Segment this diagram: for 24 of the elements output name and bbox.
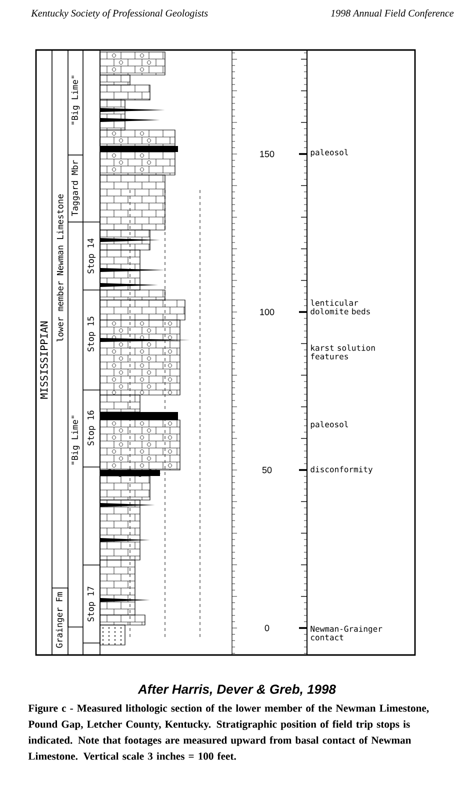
header-text: Kentucky Society of Professional Geologists [31, 9, 208, 19]
stop-label: Stop 14 [87, 238, 96, 274]
figure-caption: Figure c - Measured lithologic section of the lower member of the Newman Limestone, Pound Gap, Letcher County, Kentucky. Stratigraphic position of field trip stops is indicated. Note that footages are measured upward from basal contact of Newman Limestone. Vertical scale 3 inches = 100 feet. [28, 704, 429, 760]
scale-number: 50 [262, 466, 272, 474]
stop-label: Stop 15 [87, 316, 96, 352]
scale-number: 0 [264, 624, 270, 632]
unit-label: "Big Lime" [71, 76, 80, 124]
period-label: MISSISSIPPIAN [40, 322, 48, 399]
unit-label: Grainger Fm [56, 592, 64, 648]
annotation-label: karst solution features [310, 344, 375, 360]
annotation-label: Newman-Grainger contact [310, 626, 382, 640]
scale-number: 100 [260, 308, 274, 316]
stop-label: Stop 16 [87, 410, 96, 446]
annotation-label: lenticular dolomite beds [310, 300, 370, 314]
unit-label: lower member Newman Limestone [56, 194, 64, 342]
header-text: 1998 Annual Field Conference [330, 9, 454, 19]
annotation-label: paleosol [310, 421, 348, 429]
annotation-label: paleosol [310, 149, 348, 157]
credit-title: After Harris, Dever & Greb, 1998 [138, 684, 336, 696]
unit-label: Taggard Mbr [71, 160, 80, 216]
unit-label: "Big Lime" [71, 416, 80, 464]
scale-number: 150 [260, 150, 274, 158]
stop-label: Stop 17 [87, 586, 96, 622]
annotation-label: disconformity [310, 466, 372, 474]
